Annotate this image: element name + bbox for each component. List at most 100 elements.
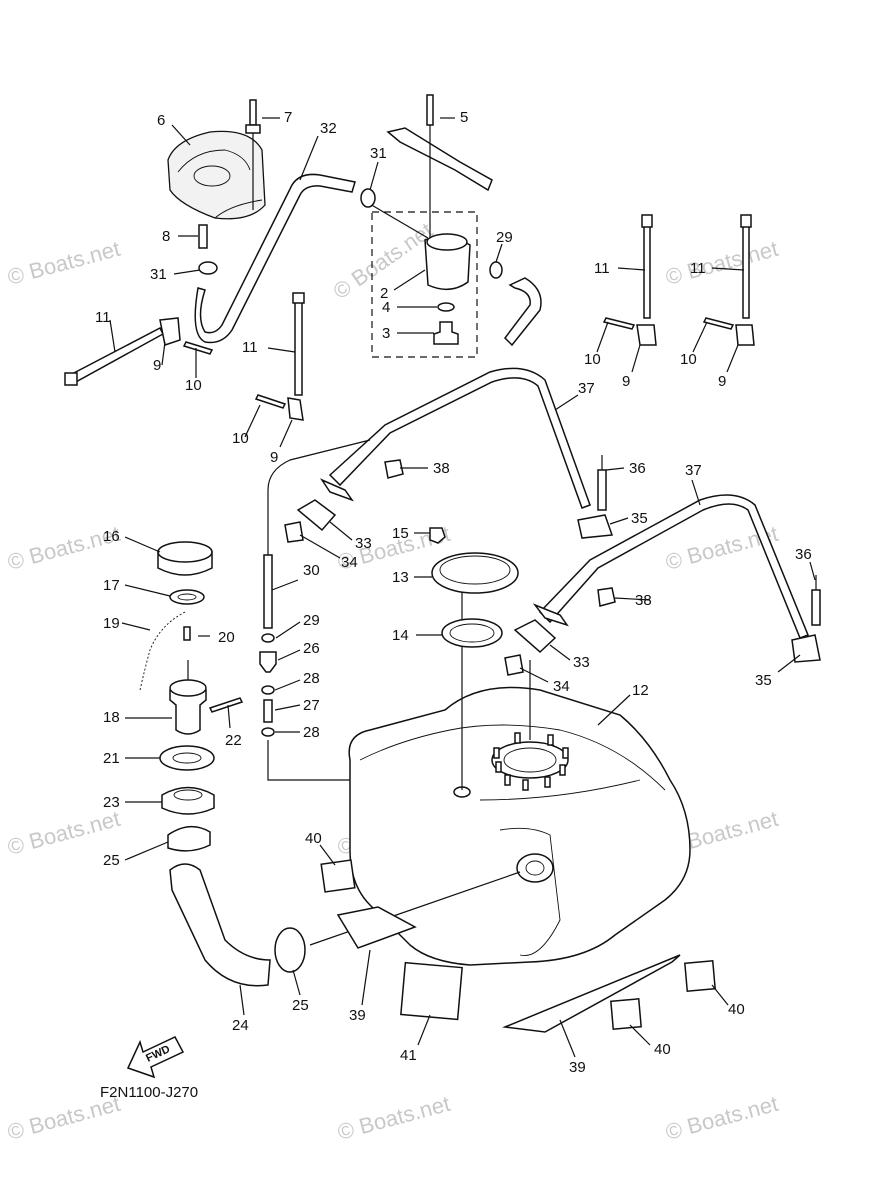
pads-group bbox=[320, 859, 716, 1033]
callout-17: 17 bbox=[103, 577, 120, 594]
callout-27: 27 bbox=[303, 697, 320, 714]
bolt-36a-part bbox=[597, 469, 607, 511]
clamp-29b-part bbox=[261, 633, 275, 643]
bolt-38b-part bbox=[597, 587, 616, 607]
callout-11: 11 bbox=[594, 260, 610, 277]
tank-strap-37a-part bbox=[328, 367, 591, 509]
nut-23-part bbox=[161, 786, 215, 815]
callout-9: 9 bbox=[718, 373, 726, 390]
washer-21-part bbox=[159, 745, 215, 771]
gasket-17-part bbox=[169, 589, 205, 605]
pin-10c-part bbox=[602, 317, 636, 330]
callout-39: 39 bbox=[569, 1059, 586, 1076]
callout-23: 23 bbox=[103, 794, 120, 811]
callout-16: 16 bbox=[103, 528, 120, 545]
bracket-mounts-group bbox=[284, 499, 557, 676]
filter-dashed-box bbox=[371, 211, 478, 358]
pad-39a-part bbox=[336, 906, 417, 949]
strap-11b-part bbox=[294, 299, 303, 396]
leader-lines bbox=[109, 117, 816, 1058]
strap-11c-part bbox=[643, 224, 651, 319]
screw-20-part bbox=[183, 626, 191, 641]
callout-10: 10 bbox=[680, 351, 697, 368]
callout-34: 34 bbox=[341, 554, 358, 571]
callout-41: 41 bbox=[400, 1047, 417, 1064]
callout-33: 33 bbox=[573, 654, 590, 671]
callout-13: 13 bbox=[392, 569, 409, 586]
callout-20: 20 bbox=[218, 629, 235, 646]
callout-40: 40 bbox=[728, 1001, 745, 1018]
vent-hose-30-part bbox=[263, 554, 273, 629]
pin-10b-part bbox=[254, 394, 287, 409]
callout-11: 11 bbox=[95, 309, 111, 326]
gasket-14-part bbox=[441, 618, 503, 648]
callout-28: 28 bbox=[303, 670, 320, 687]
tank-studs bbox=[493, 732, 569, 791]
callout-39: 39 bbox=[349, 1007, 366, 1024]
callout-35: 35 bbox=[755, 672, 772, 689]
callout-7: 7 bbox=[284, 109, 292, 126]
strap-right-group bbox=[602, 214, 755, 346]
callout-31: 31 bbox=[370, 145, 387, 162]
fuel-tank-12-part bbox=[348, 686, 691, 966]
tank-spout bbox=[516, 853, 554, 883]
callout-labels: 2 3 4 5 6 7 8 9 9 9 9 10 10 10 10 11 11 … bbox=[95, 109, 812, 1076]
callout-18: 18 bbox=[103, 709, 120, 726]
clamp-28a-part bbox=[261, 685, 275, 695]
callout-33: 33 bbox=[355, 535, 372, 552]
callout-10: 10 bbox=[584, 351, 601, 368]
fuel-filter-group bbox=[360, 94, 542, 358]
watermark: © Boats.net bbox=[663, 236, 781, 290]
strap-left-group bbox=[64, 292, 305, 421]
clip-9d-part bbox=[735, 324, 755, 346]
callout-34: 34 bbox=[553, 678, 570, 695]
pin-10a-part bbox=[182, 341, 214, 355]
fuel-sender-group bbox=[429, 527, 519, 648]
diagram-code: F2N1100-J270 bbox=[100, 1084, 198, 1101]
mount-33b-part bbox=[513, 619, 557, 654]
sender-plate-13-part bbox=[431, 552, 519, 594]
callout-35: 35 bbox=[631, 510, 648, 527]
clamp-28b-part bbox=[261, 727, 275, 737]
callout-25: 25 bbox=[292, 997, 309, 1014]
callout-9: 9 bbox=[622, 373, 630, 390]
callout-9: 9 bbox=[270, 449, 278, 466]
fwd-arrow-icon: FWD bbox=[126, 1036, 185, 1079]
pin-10d-part bbox=[702, 317, 735, 330]
hose-27-part bbox=[263, 699, 273, 723]
grommet-8-part bbox=[198, 224, 208, 249]
bolt-7-part bbox=[249, 99, 257, 126]
hose-29-part bbox=[504, 277, 542, 347]
clamp-31-part bbox=[198, 261, 218, 275]
callout-26: 26 bbox=[303, 640, 320, 657]
callout-29: 29 bbox=[496, 229, 513, 246]
callout-19: 19 bbox=[103, 615, 120, 632]
hose-24-part bbox=[169, 863, 271, 987]
callout-32: 32 bbox=[320, 120, 337, 137]
clamp-31b-part bbox=[360, 188, 376, 208]
callout-37: 37 bbox=[685, 462, 702, 479]
bolt-34a-part bbox=[284, 521, 304, 543]
filler-neck-group bbox=[139, 541, 306, 987]
callout-25: 25 bbox=[103, 852, 120, 869]
filter-cover-group bbox=[167, 99, 356, 344]
drain-3-part bbox=[433, 321, 459, 345]
callout-38: 38 bbox=[433, 460, 450, 477]
callout-2: 2 bbox=[380, 285, 388, 302]
callout-22: 22 bbox=[225, 732, 242, 749]
pad-40c-part bbox=[684, 960, 716, 992]
strap-11a-part bbox=[68, 326, 164, 385]
callout-21: 21 bbox=[103, 750, 120, 767]
check-valve-26-part bbox=[259, 651, 277, 673]
watermark: © Boats.net bbox=[5, 236, 123, 290]
clamp-25a-part bbox=[167, 826, 211, 852]
callout-3: 3 bbox=[382, 325, 390, 342]
callout-9: 9 bbox=[153, 357, 161, 374]
callout-11: 11 bbox=[690, 260, 706, 277]
callout-40: 40 bbox=[305, 830, 322, 847]
callout-37: 37 bbox=[578, 380, 595, 397]
callout-8: 8 bbox=[162, 228, 170, 245]
callout-11: 11 bbox=[242, 339, 258, 356]
bolt-34b-part bbox=[504, 654, 524, 676]
